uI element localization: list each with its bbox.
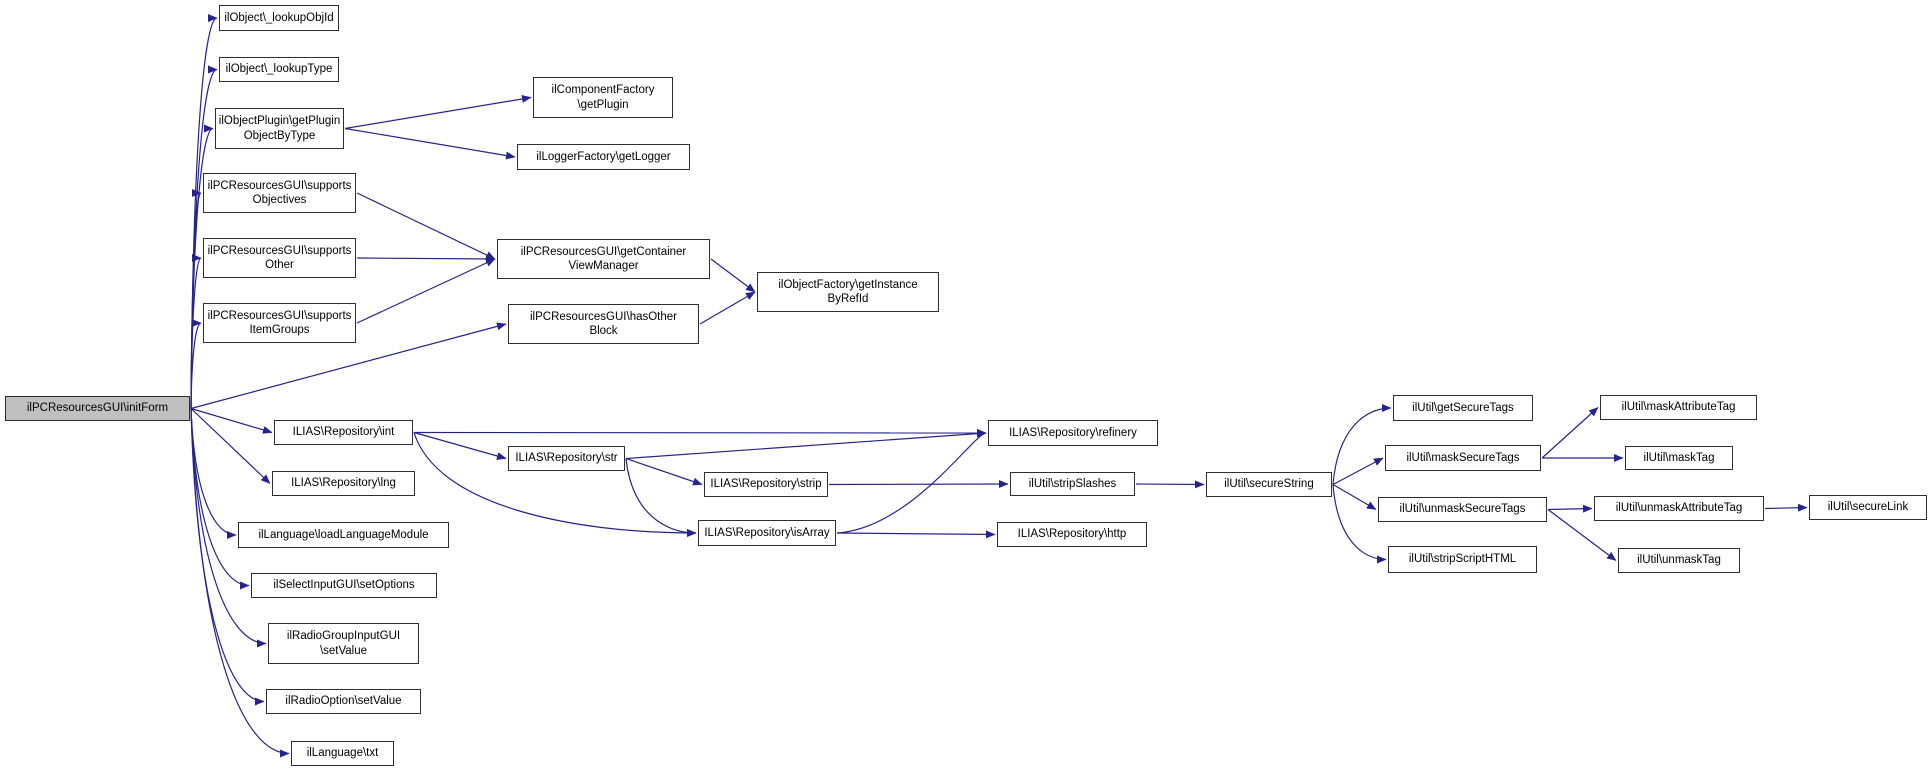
graph-node-lookup-obj-id[interactable]: ilObject\_lookupObjId: [219, 5, 339, 31]
graph-node-get-plugin-object-by-type[interactable]: ilObjectPlugin\getPlugin ObjectByType: [215, 108, 344, 149]
graph-node-repo-refinery[interactable]: ILIAS\Repository\refinery: [988, 420, 1158, 446]
edge-repo-int-to-repo-refinery: [413, 428, 987, 437]
edge-secure-string-to-get-secure-tags: [1332, 404, 1392, 485]
graph-node-unmask-tag[interactable]: ilUtil\unmaskTag: [1618, 548, 1740, 573]
edge-repo-str-to-repo-refinery: [625, 429, 987, 460]
graph-node-repo-str[interactable]: ILIAS\Repository\str: [508, 446, 625, 471]
graph-node-get-container-view-manager[interactable]: ilPCResourcesGUI\getContainer ViewManage…: [497, 239, 710, 279]
edge-repo-is-array-to-repo-http: [836, 530, 996, 539]
edge-repo-str-to-repo-is-array: [625, 458, 697, 537]
graph-node-supports-item-groups[interactable]: ilPCResourcesGUI\supports ItemGroups: [203, 303, 356, 343]
edge-repo-int-to-repo-str: [413, 431, 507, 460]
graph-node-unmask-secure-tags[interactable]: ilUtil\unmaskSecureTags: [1378, 497, 1547, 522]
edge-init-form-to-repo-lng: [190, 408, 271, 484]
graph-node-set-options[interactable]: ilSelectInputGUI\setOptions: [251, 573, 437, 598]
graph-node-lookup-type[interactable]: ilObject\_lookupType: [219, 57, 339, 82]
edge-group: [190, 14, 1808, 758]
edge-init-form-to-has-other-block: [190, 322, 507, 410]
graph-node-get-secure-tags[interactable]: ilUtil\getSecureTags: [1393, 395, 1533, 421]
edge-unmask-attribute-tag-to-secure-link: [1764, 503, 1808, 512]
edge-mask-secure-tags-to-mask-attribute-tag: [1541, 407, 1599, 459]
graph-node-repo-is-array[interactable]: ILIAS\Repository\isArray: [698, 520, 836, 546]
edge-init-form-to-radio-group-set-value: [190, 408, 267, 648]
edge-supports-objectives-to-get-container-view-manager: [356, 192, 496, 260]
graph-node-unmask-attribute-tag[interactable]: ilUtil\unmaskAttributeTag: [1594, 496, 1764, 521]
edge-supports-other-to-get-container-view-manager: [356, 254, 496, 263]
edge-init-form-to-set-options: [190, 408, 250, 590]
graph-node-repo-lng[interactable]: ILIAS\Repository\lng: [272, 471, 415, 496]
edge-init-form-to-lookup-obj-id: [190, 14, 218, 409]
graph-node-secure-link[interactable]: ilUtil\secureLink: [1809, 495, 1927, 520]
edge-init-form-to-supports-objectives: [190, 189, 202, 409]
edge-init-form-to-supports-item-groups: [190, 319, 202, 409]
edge-has-other-block-to-get-instance-by-ref-id: [699, 291, 756, 325]
edge-strip-slashes-to-secure-string: [1135, 480, 1205, 489]
edge-get-plugin-object-by-type-to-get-logger: [344, 127, 516, 160]
edge-get-container-view-manager-to-get-instance-by-ref-id: [710, 258, 756, 293]
graph-node-mask-tag[interactable]: ilUtil\maskTag: [1625, 446, 1733, 470]
graph-node-supports-other[interactable]: ilPCResourcesGUI\supports Other: [203, 238, 356, 278]
edge-repo-int-to-repo-is-array: [413, 432, 697, 537]
edge-init-form-to-lang-txt: [190, 408, 290, 758]
edge-repo-strip-to-strip-slashes: [828, 480, 1009, 489]
graph-node-get-instance-by-ref-id[interactable]: ilObjectFactory\getInstance ByRefId: [757, 272, 939, 312]
graph-node-repo-strip[interactable]: ILIAS\Repository\strip: [704, 472, 828, 497]
edge-repo-str-to-repo-strip: [625, 457, 703, 486]
graph-node-has-other-block[interactable]: ilPCResourcesGUI\hasOther Block: [508, 304, 699, 344]
graph-node-repo-int[interactable]: ILIAS\Repository\int: [274, 420, 413, 445]
graph-node-get-logger[interactable]: ilLoggerFactory\getLogger: [517, 144, 690, 170]
graph-node-repo-http[interactable]: ILIAS\Repository\http: [997, 522, 1147, 547]
edge-secure-string-to-strip-script-html: [1332, 484, 1387, 564]
edge-repo-is-array-to-repo-refinery: [836, 429, 987, 534]
edge-get-plugin-object-by-type-to-component-get-plugin: [344, 95, 532, 130]
graph-node-strip-script-html[interactable]: ilUtil\stripScriptHTML: [1388, 546, 1537, 573]
edge-secure-string-to-unmask-secure-tags: [1332, 483, 1377, 511]
graph-node-component-get-plugin[interactable]: ilComponentFactory \getPlugin: [533, 77, 673, 118]
graph-node-radio-option-set-value[interactable]: ilRadioOption\setValue: [266, 689, 421, 714]
edge-init-form-to-repo-int: [190, 407, 273, 434]
edge-secure-string-to-mask-secure-tags: [1332, 457, 1384, 486]
graph-node-load-language-module[interactable]: ilLanguage\loadLanguageModule: [238, 522, 449, 548]
graph-node-supports-objectives[interactable]: ilPCResourcesGUI\supports Objectives: [203, 173, 356, 213]
edge-supports-item-groups-to-get-container-view-manager: [356, 258, 496, 324]
graph-node-mask-attribute-tag[interactable]: ilUtil\maskAttributeTag: [1600, 395, 1757, 420]
graph-node-lang-txt[interactable]: ilLanguage\txt: [291, 741, 394, 766]
edge-unmask-secure-tags-to-unmask-attribute-tag: [1547, 504, 1593, 513]
graph-node-init-form: ilPCResourcesGUI\initForm: [5, 396, 190, 421]
graph-node-mask-secure-tags[interactable]: ilUtil\maskSecureTags: [1385, 445, 1541, 471]
edge-unmask-secure-tags-to-unmask-tag: [1547, 509, 1617, 561]
graph-node-strip-slashes[interactable]: ilUtil\stripSlashes: [1010, 472, 1135, 496]
graph-node-radio-group-set-value[interactable]: ilRadioGroupInputGUI \setValue: [268, 623, 419, 664]
graph-node-secure-string[interactable]: ilUtil\secureString: [1206, 472, 1332, 497]
